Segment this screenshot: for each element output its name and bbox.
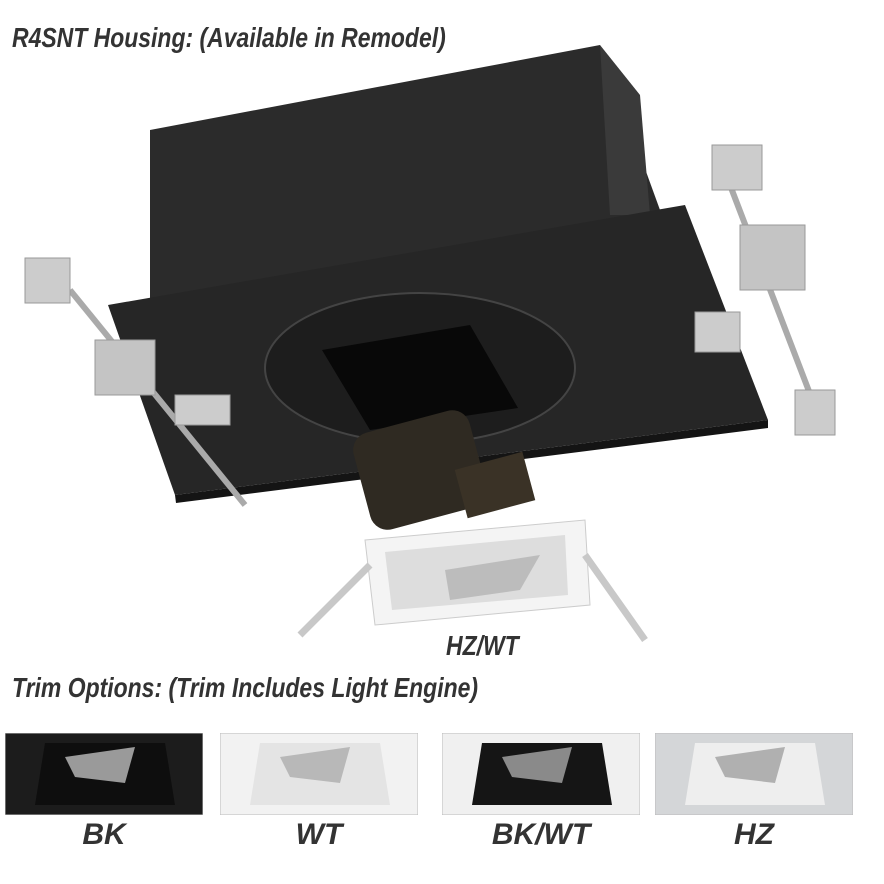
trim-label: BK [82, 818, 126, 851]
housing-box-side [600, 45, 650, 215]
hanger-bar-right [727, 183, 823, 422]
hanger-bar-left [67, 288, 248, 507]
trim-swatch-hz [655, 733, 853, 815]
housing-box-back [150, 45, 660, 300]
housing-title: R4SNT Housing: (Available in Remodel) [12, 22, 446, 53]
displayed-trim-label: HZ/WT [446, 630, 519, 661]
trim-swatch-bk [5, 733, 203, 815]
trim-swatch-bk-wt [442, 733, 640, 815]
heat-sink [353, 410, 487, 530]
aperture-opening [322, 325, 518, 430]
trim-swatch-wt [220, 733, 418, 815]
trim-label: HZ [734, 818, 774, 851]
trim-label: WT [295, 818, 343, 851]
trim-options-heading: Trim Options: (Trim Includes Light Engin… [12, 672, 479, 703]
trim-label: BK/WT [491, 818, 591, 851]
